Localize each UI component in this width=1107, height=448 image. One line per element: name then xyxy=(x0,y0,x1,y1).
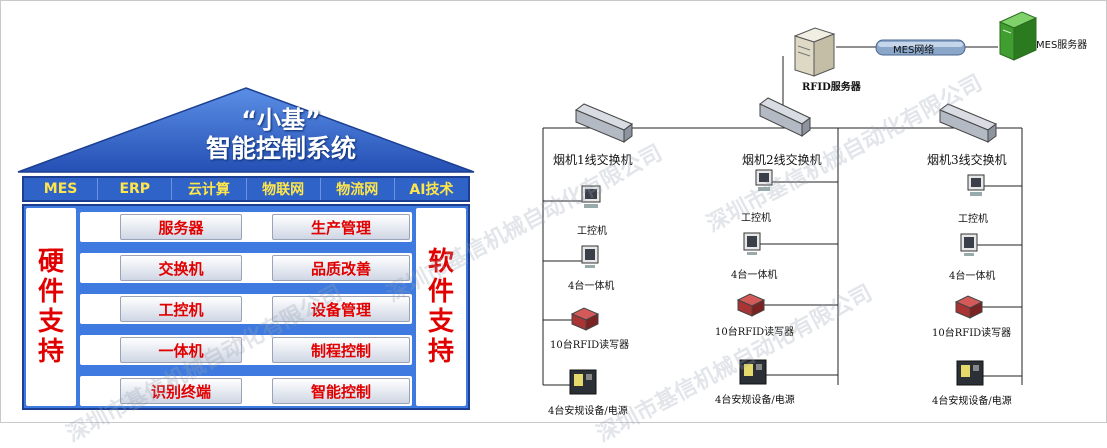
safety-device-label-line3: 4台安规设备/电源 xyxy=(932,396,1012,407)
mes-server-label: MES服务器 xyxy=(1036,40,1088,51)
tag-logistics: 物流网 xyxy=(321,178,395,200)
software-char-4: 持 xyxy=(427,337,454,367)
software-char-3: 支 xyxy=(427,307,454,337)
all-in-one-icon-line3 xyxy=(960,233,978,256)
rfid-reader-label-line1: 10台RFID读写器 xyxy=(550,340,630,351)
rfid-reader-label-line3: 10台RFID读写器 xyxy=(932,328,1012,339)
rfid-reader-icon-line1 xyxy=(570,307,600,331)
all-in-one-icon-line1 xyxy=(581,245,599,268)
module-equipment-mgmt: 设备管理 xyxy=(272,296,410,322)
system-title: “小基” 智能控制系统 xyxy=(166,106,396,164)
mes-network-label: MES网络 xyxy=(893,45,935,56)
module-id-terminal: 识别终端 xyxy=(120,378,242,404)
ipc-icon-line3 xyxy=(967,174,985,196)
switch-2-label: 烟机2线交换机 xyxy=(742,153,822,167)
safety-device-label-line1: 4台安规设备/电源 xyxy=(548,406,628,417)
safety-device-icon-line3 xyxy=(956,360,984,386)
safety-device-label-line2: 4台安规设备/电源 xyxy=(715,395,795,406)
module-production-mgmt: 生产管理 xyxy=(272,214,410,240)
tag-ai: AI技术 xyxy=(409,182,454,198)
switch-1-label: 烟机1线交换机 xyxy=(553,153,633,167)
hardware-support-column: 硬 件 支 持 xyxy=(26,208,76,406)
safety-device-icon-line2 xyxy=(739,359,767,385)
mes-server-icon xyxy=(998,11,1038,61)
all-in-one-label-line1: 4台一体机 xyxy=(568,281,615,292)
module-process-control: 制程控制 xyxy=(272,337,410,363)
module-quality: 品质改善 xyxy=(272,255,410,281)
switch-2-icon xyxy=(759,97,811,137)
technology-tag-bar: MES ERP 云计算 物联网 物流网 AI技术 xyxy=(22,176,470,202)
module-all-in-one: 一体机 xyxy=(120,337,242,363)
smart-control-house: “小基” 智能控制系统 MES ERP 云计算 物联网 物流网 AI技术 硬 件… xyxy=(16,86,476,416)
ipc-icon-line1 xyxy=(581,185,601,208)
rfid-reader-icon-line2 xyxy=(736,293,766,317)
switch-3-icon xyxy=(939,103,997,143)
all-in-one-label-line2: 4台一体机 xyxy=(731,270,778,281)
ipc-label-line2: 工控机 xyxy=(741,213,771,224)
all-in-one-label-line3: 4台一体机 xyxy=(949,271,996,282)
safety-device-icon-line1 xyxy=(569,369,597,395)
house-body: 硬 件 支 持 软 件 支 持 服务器 交换机 工控机 一体机 识别终端 生产管… xyxy=(22,204,470,410)
hardware-char-4: 持 xyxy=(37,337,64,367)
house-roof xyxy=(17,87,475,173)
module-ipc: 工控机 xyxy=(120,296,242,322)
switch-1-icon xyxy=(575,103,633,143)
system-title-line2: 智能控制系统 xyxy=(205,134,356,163)
tag-iot: 物联网 xyxy=(247,178,321,200)
tag-cloud: 云计算 xyxy=(172,178,247,200)
rfid-reader-icon-line3 xyxy=(954,295,984,319)
tag-erp: ERP xyxy=(98,178,173,200)
rfid-reader-label-line2: 10台RFID读写器 xyxy=(715,327,795,338)
module-smart-control: 智能控制 xyxy=(272,378,410,404)
software-char-1: 软 xyxy=(427,247,454,277)
system-title-line1: “小基” xyxy=(241,106,321,134)
module-switch: 交换机 xyxy=(120,255,242,281)
software-support-column: 软 件 支 持 xyxy=(416,208,466,406)
module-server: 服务器 xyxy=(120,214,242,240)
hardware-char-3: 支 xyxy=(37,307,64,337)
switch-3-label: 烟机3线交换机 xyxy=(927,153,1007,167)
network-topology xyxy=(542,11,1038,395)
hardware-char-2: 件 xyxy=(37,277,64,307)
rfid-server-label: RFID服务器 xyxy=(802,82,861,93)
rfid-server-icon xyxy=(793,27,836,77)
software-char-2: 件 xyxy=(427,277,454,307)
hardware-char-1: 硬 xyxy=(37,247,64,277)
ipc-label-line1: 工控机 xyxy=(577,226,607,237)
ipc-icon-line2 xyxy=(755,169,773,191)
all-in-one-icon-line2 xyxy=(743,232,761,255)
mes-network-tube xyxy=(875,39,966,56)
tag-mes: MES xyxy=(24,178,99,200)
ipc-label-line3: 工控机 xyxy=(958,214,988,225)
